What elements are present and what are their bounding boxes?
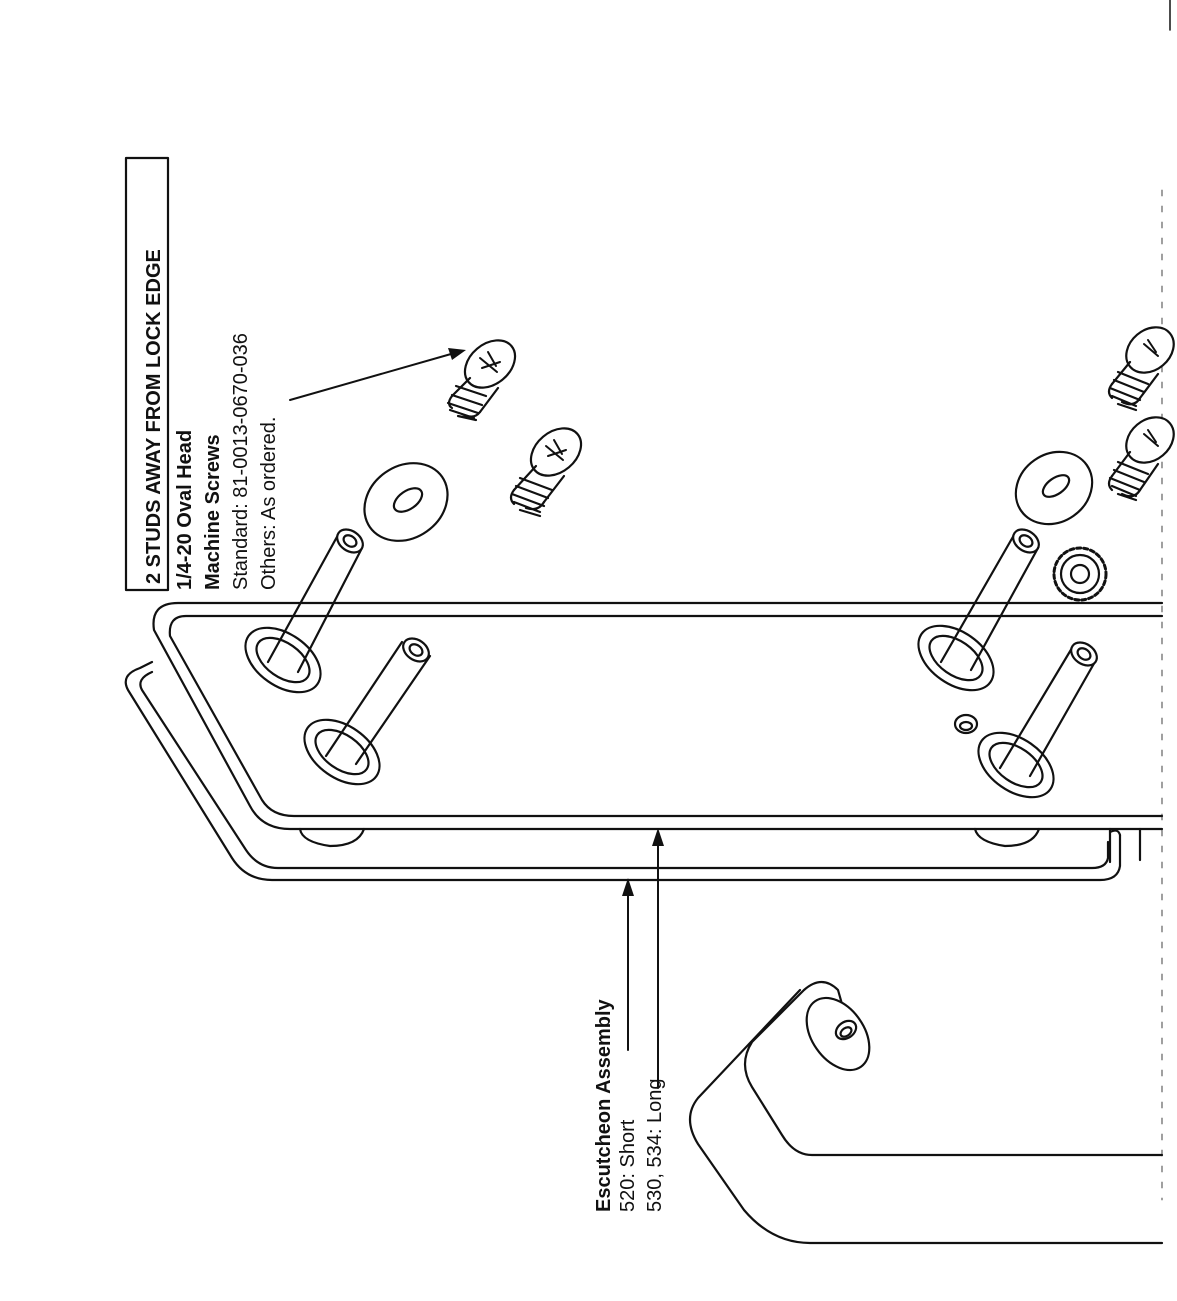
escutcheon-label-line1: 520: Short <box>617 1119 639 1212</box>
lever-handle <box>688 980 1164 1245</box>
back-escutcheon-plate <box>124 660 1122 882</box>
lower-stud-bases <box>298 827 1041 848</box>
plate-hole <box>953 713 979 735</box>
stud-upper-right <box>917 528 1040 692</box>
escutcheon-leader-short <box>622 878 634 1051</box>
header-box-text: 2 STUDS AWAY FROM LOCK EDGE <box>143 249 165 584</box>
screw-upper-left <box>446 339 517 422</box>
flat-washer-right <box>1014 450 1094 526</box>
header-box: 2 STUDS AWAY FROM LOCK EDGE <box>124 156 170 592</box>
screws-label-line3: Standard: 81-0013-0670-036 <box>230 333 252 590</box>
screws-label: 1/4-20 Oval Head Machine Screws Standard… <box>174 333 280 590</box>
front-escutcheon-plate <box>152 601 1164 864</box>
flat-washer-left <box>363 462 449 542</box>
escutcheon-label-title: Escutcheon Assembly <box>593 998 615 1212</box>
lock-washer <box>1052 546 1108 602</box>
escutcheon-leader-long <box>652 828 664 1089</box>
stud-upper-left <box>244 528 364 694</box>
escutcheon-label-line2: 530, 534: Long <box>644 1079 666 1212</box>
screws-label-line1: 1/4-20 Oval Head <box>174 430 196 590</box>
screws-label-line2: Machine Screws <box>202 434 224 590</box>
stud-lower-left <box>303 637 432 786</box>
screw-lower-left <box>509 427 583 518</box>
screw-leader-line <box>289 348 466 401</box>
escutcheon-label: Escutcheon Assembly 520: Short 530, 534:… <box>593 998 666 1212</box>
screw-upper-right <box>1107 326 1175 412</box>
screw-lower-right <box>1107 416 1175 502</box>
screws-label-line4: Others: As ordered. <box>258 417 280 590</box>
stud-lower-right <box>977 641 1098 799</box>
